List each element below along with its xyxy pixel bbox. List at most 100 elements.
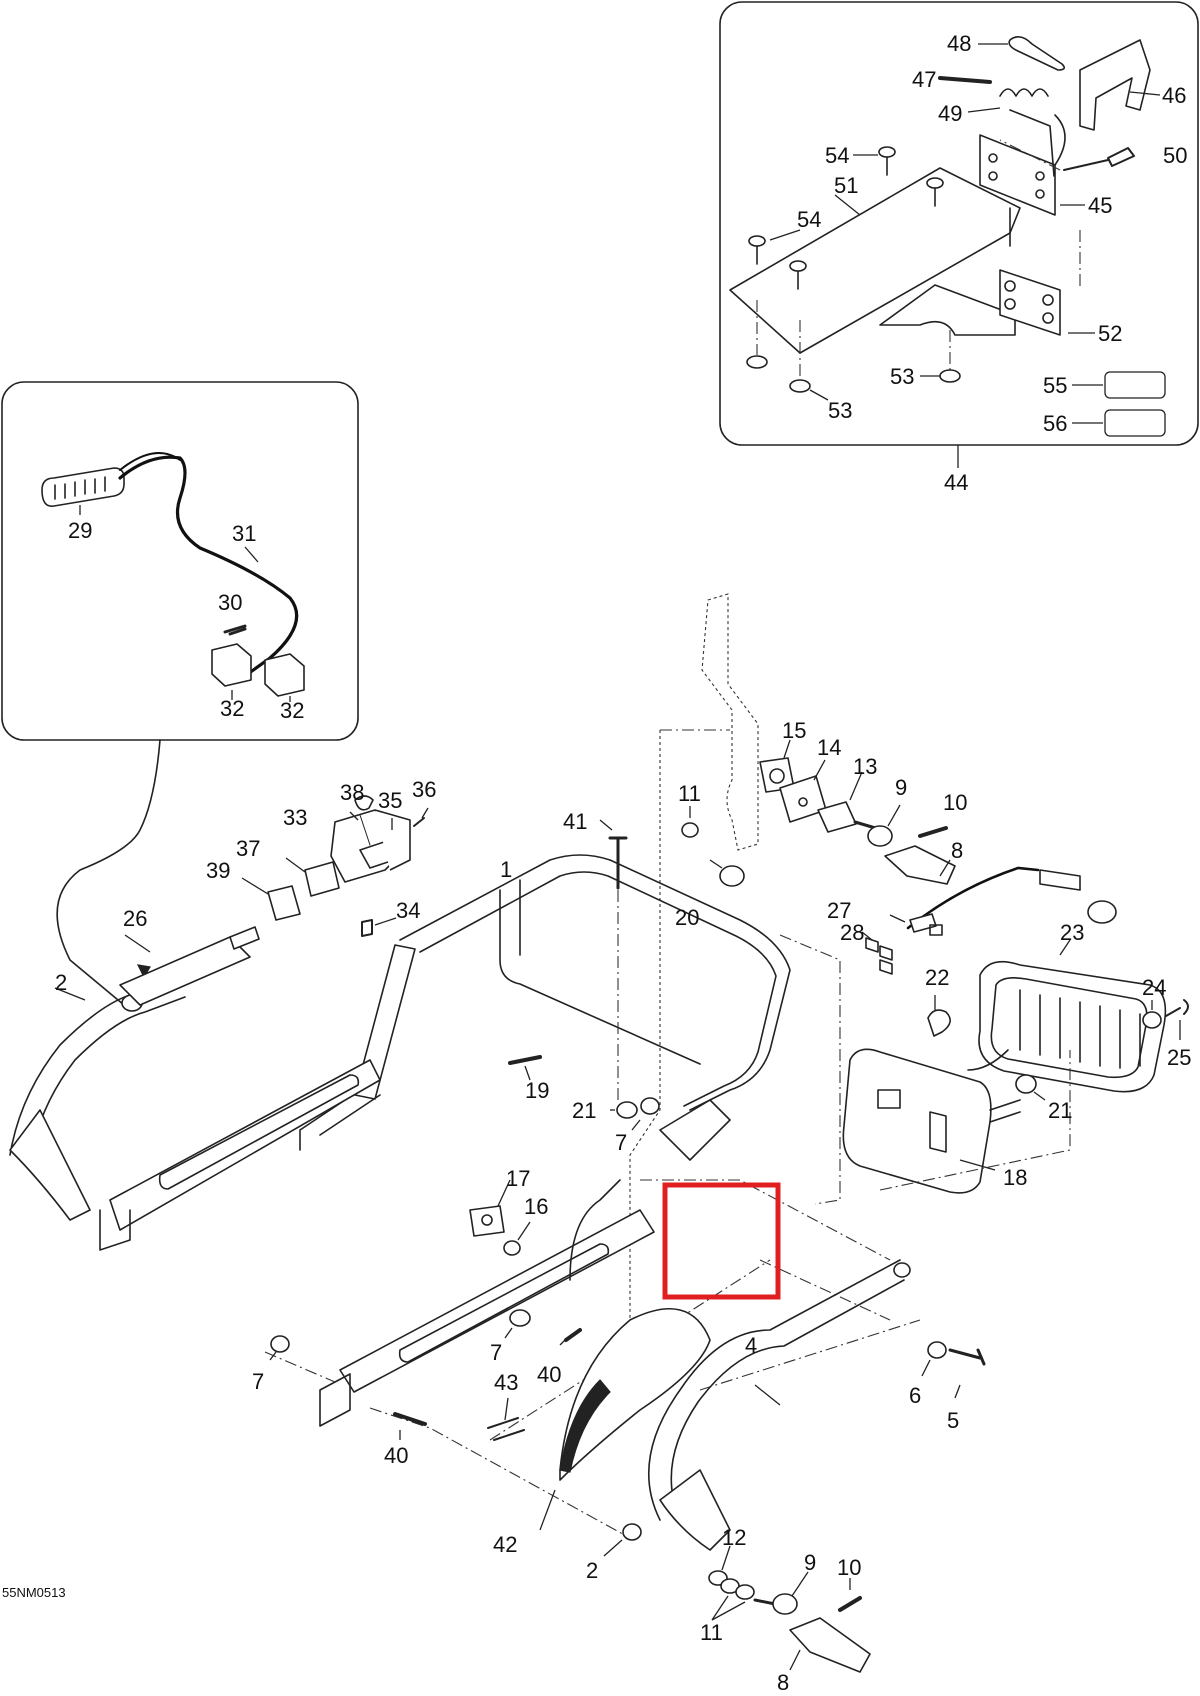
tow-bar-4 [647,1259,901,1521]
callout-label: 20 [675,905,699,930]
callout-label: 44 [944,470,968,495]
callout-label: 51 [834,173,858,198]
callout-label: 23 [1060,920,1084,945]
callout-label: 8 [951,838,963,863]
callout-label: 21 [1048,1098,1072,1123]
callout-label: 38 [340,780,364,805]
callout-label: 1 [500,857,512,882]
lower-hitch-group [603,1523,871,1673]
fender-icon [559,1307,711,1481]
callout-label: 13 [853,754,877,779]
callout-label: 18 [1003,1165,1027,1190]
callout-label: 54 [825,143,849,168]
callout-label: 53 [828,398,852,423]
callout-label: 45 [1088,193,1112,218]
washer-icon [681,822,699,838]
callout-label: 7 [252,1369,264,1394]
callout-label: 25 [1167,1045,1191,1070]
callout-label: 35 [378,788,402,813]
grip-heater-icon [41,467,125,507]
callout-label: 36 [412,777,436,802]
callout-label: 4 [745,1333,757,1358]
callout-label: 37 [236,836,260,861]
side-rail-left [109,1059,381,1231]
callout-label: 49 [938,101,962,126]
callout-label: 22 [925,965,949,990]
rear-rack-tube [399,854,791,1111]
callout-label: 17 [506,1166,530,1191]
callout-label: 8 [777,1670,789,1695]
callout-label: 50 [1163,143,1187,168]
inset-harness-panel [1,381,359,1011]
callout-label: 40 [384,1443,408,1468]
callout-label: 56 [1043,411,1067,436]
shim-plate-icon [469,1205,505,1237]
callout-label: 53 [890,364,914,389]
callout-label: 32 [220,696,244,721]
cable-route-line [56,739,161,1011]
eye-bolt-icon [772,1593,798,1615]
terminal-icon [909,913,943,936]
callout-label: 28 [840,920,864,945]
connector-icon [1039,869,1081,891]
callout-label: 9 [895,775,907,800]
callout-label: 41 [563,809,587,834]
callout-label: 6 [909,1383,921,1408]
callout-label: 33 [283,805,307,830]
blank-part-box [1104,371,1166,399]
lower-bracket-icon [879,284,1016,336]
spring-icon [999,88,1049,97]
callout-labels: 48 46 47 49 50 54 51 45 54 52 53 53 55 5… [55,31,1191,1695]
mount-bracket-icon [1079,39,1151,131]
rocker-switch-icon [304,861,340,897]
callout-label: 32 [280,698,304,723]
callout-label: 31 [232,521,256,546]
callout-label: 24 [1142,975,1166,1000]
callout-label: 12 [722,1525,746,1550]
callout-label: 14 [817,735,841,760]
callout-label: 26 [123,906,147,931]
callout-label: 7 [490,1340,502,1365]
callout-label: 43 [494,1370,518,1395]
inset-44-panel [719,1,1199,468]
spacer-icon [719,865,745,887]
washer-icon [927,1341,947,1359]
lamp-base-icon [842,1048,992,1194]
highlight-box [662,1182,781,1300]
connector-icon [211,643,252,687]
callout-label: 55 [1043,373,1067,398]
washer-icon [622,1523,642,1541]
callout-label: 47 [912,67,936,92]
washer-icon [503,1240,521,1256]
callout-label: 27 [827,898,851,923]
callout-label: 7 [615,1130,627,1155]
tail-light-group [779,866,1189,1205]
retaining-clip-icon [1008,36,1066,71]
callout-label: 16 [524,1194,548,1219]
nut-icon [270,1335,290,1353]
callout-label: 10 [943,790,967,815]
hitch-pin-icon [884,845,956,885]
callout-label: 11 [700,1620,723,1645]
mounting-plate-icon [729,167,1021,354]
callout-label: 9 [804,1550,816,1575]
switch-group [241,795,429,937]
flange-nut-icon [746,355,768,369]
callout-label: 39 [206,858,230,883]
blank-part-box [1104,409,1166,437]
hitch-pin-icon [789,1617,871,1673]
tow-bar-2 [9,979,171,1156]
callout-label: 34 [396,898,420,923]
callout-label: 19 [525,1078,549,1103]
callout-label: 54 [797,207,821,232]
callout-label: 10 [837,1555,861,1580]
callout-label: 48 [947,31,971,56]
nut-icon [616,1101,638,1119]
callout-label: 5 [947,1408,959,1433]
callout-label: 40 [537,1362,561,1387]
upper-bracket-group [629,593,956,1345]
connector-icon [264,653,305,697]
washer-icon [1142,1011,1162,1029]
callout-label: 15 [782,718,806,743]
